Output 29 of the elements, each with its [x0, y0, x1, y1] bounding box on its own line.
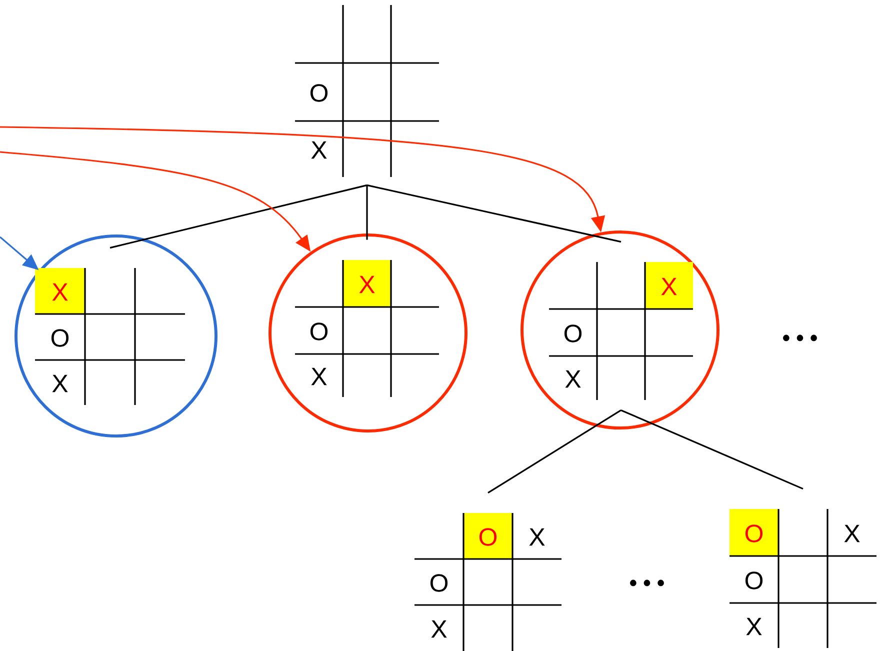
highlight-circle — [14, 234, 218, 438]
board-mark: X — [844, 524, 860, 542]
board-mark: O — [564, 324, 582, 342]
board-mark: X — [311, 141, 327, 159]
board-mark: X — [431, 620, 447, 638]
board-mark: O — [745, 572, 763, 590]
board-mark: X — [746, 618, 762, 636]
board-mark: X — [311, 368, 327, 386]
board-mark: O — [310, 322, 328, 340]
board-mark: X — [565, 370, 581, 388]
board-mark: O — [51, 329, 69, 347]
board-mark: O — [479, 528, 497, 546]
board-mark: X — [52, 374, 68, 392]
board-mark: X — [529, 528, 545, 546]
tree-line — [620, 409, 804, 490]
tree-line — [366, 184, 622, 243]
tree-line — [110, 184, 368, 249]
board-mark: O — [430, 574, 448, 592]
board-mark: O — [745, 524, 763, 542]
board-mark: O — [310, 84, 328, 102]
ellipsis: • • • — [783, 334, 817, 342]
board-mark: X — [661, 278, 677, 296]
tree-line — [488, 410, 622, 494]
board-mark: X — [52, 283, 68, 301]
highlight-circle — [268, 234, 468, 432]
ellipsis: • • • — [630, 580, 664, 586]
board-mark: X — [359, 276, 375, 294]
highlight-circle — [520, 230, 720, 430]
tree-line — [366, 185, 368, 240]
